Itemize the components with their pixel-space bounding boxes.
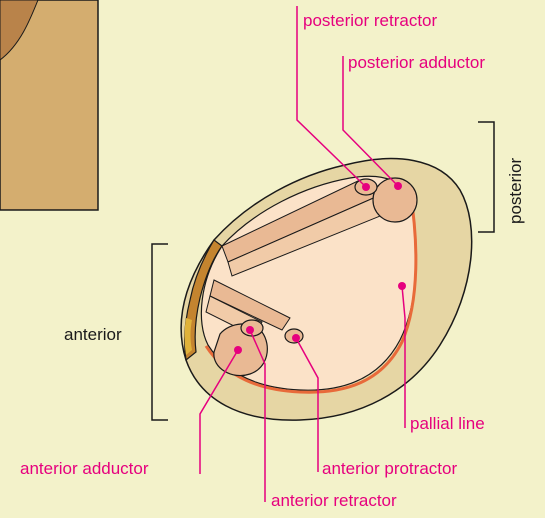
dot-posterior-adductor — [394, 182, 402, 190]
dot-anterior-adductor — [234, 346, 242, 354]
label-anterior-retractor: anterior retractor — [271, 491, 397, 510]
label-posterior-retractor: posterior retractor — [303, 11, 437, 30]
dot-pallial-line — [398, 282, 406, 290]
dot-anterior-protractor — [292, 334, 300, 342]
label-posterior-adductor: posterior adductor — [348, 53, 485, 72]
label-posterior: posterior — [506, 158, 525, 224]
label-anterior: anterior — [64, 325, 122, 344]
label-anterior-protractor: anterior protractor — [322, 459, 457, 478]
shell-block-top-left — [0, 0, 98, 210]
dot-posterior-retractor — [362, 183, 370, 191]
dot-anterior-retractor — [246, 326, 254, 334]
label-anterior-adductor: anterior adductor — [20, 459, 149, 478]
label-pallial-line: pallial line — [410, 414, 485, 433]
